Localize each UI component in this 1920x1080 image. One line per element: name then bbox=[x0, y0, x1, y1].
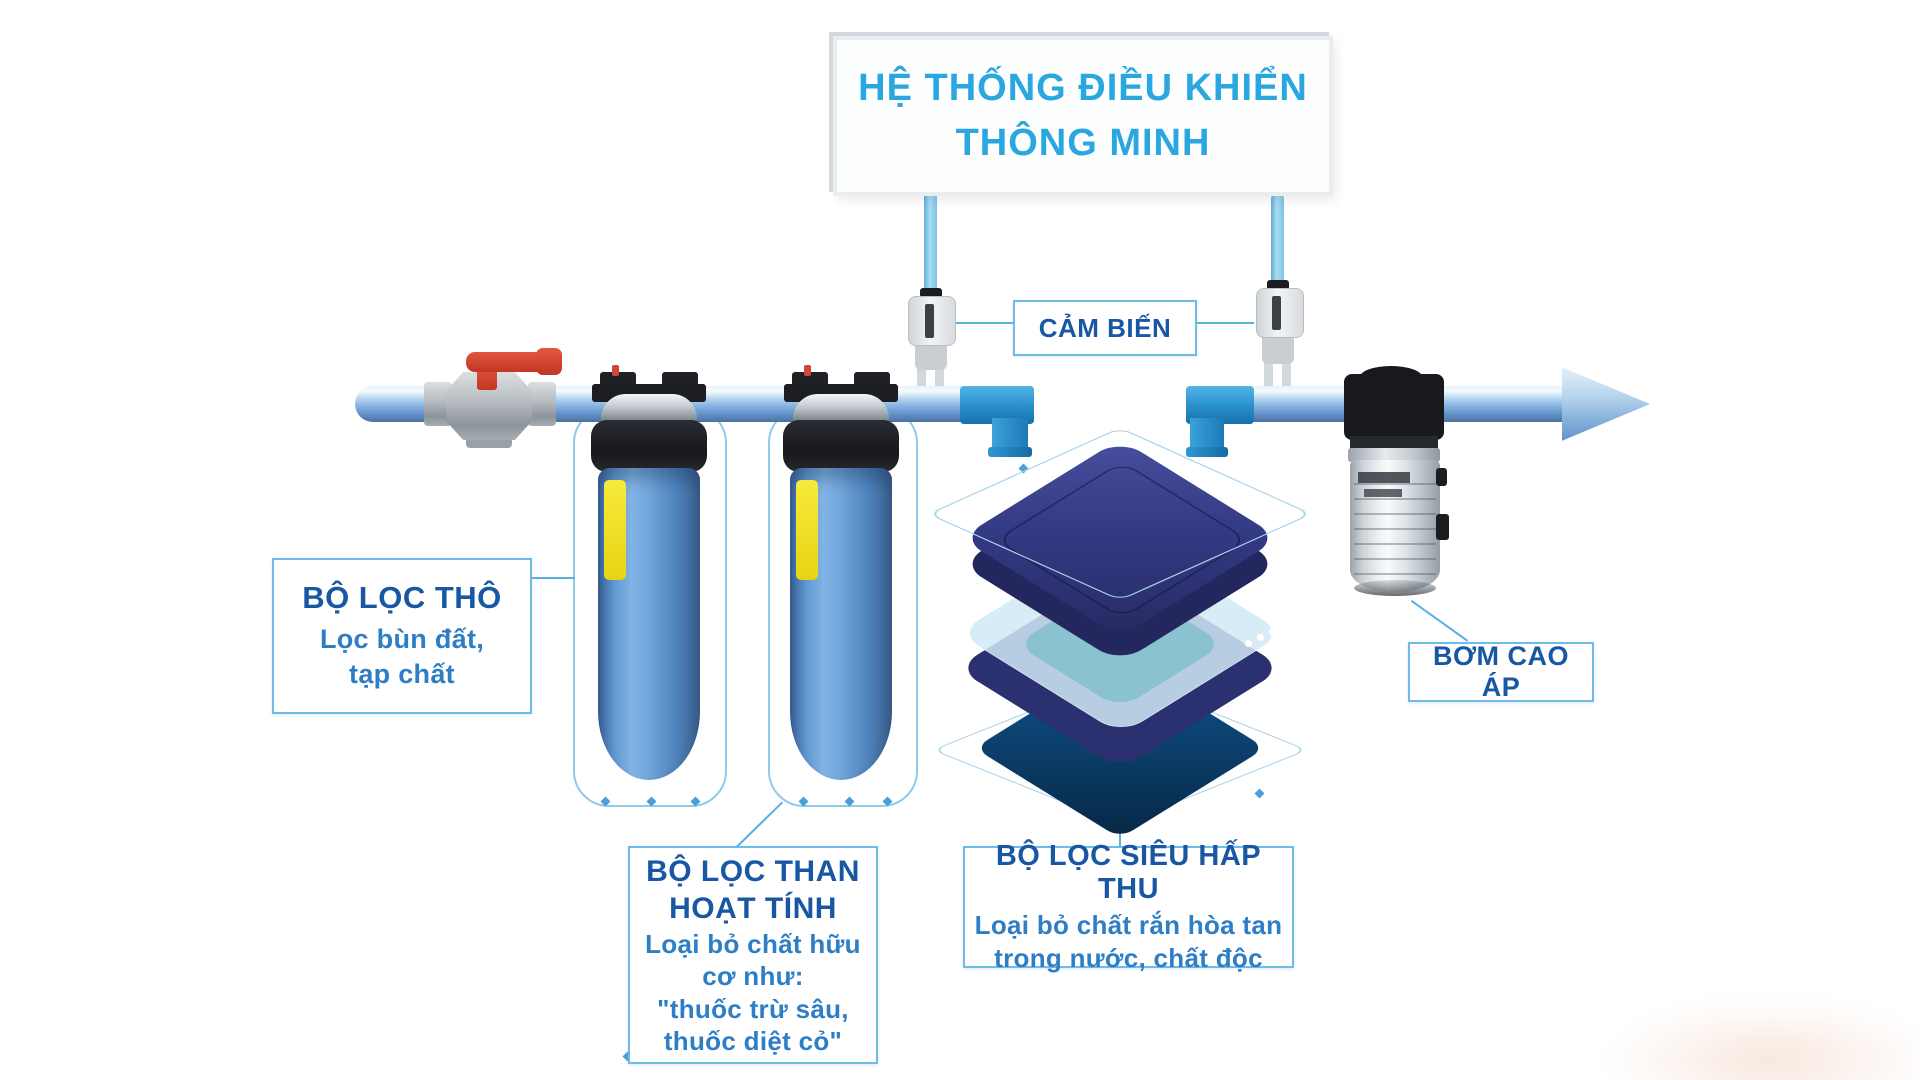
coarse-label-connector bbox=[529, 577, 575, 579]
absorb-filter-label-box: BỘ LỌC SIÊU HẤP THU Loại bỏ chất rắn hòa… bbox=[963, 840, 1294, 973]
sensor-label-text: CẢM BIẾN bbox=[1038, 312, 1172, 343]
pump-label-connector bbox=[1410, 600, 1469, 642]
sensor-tube bbox=[1271, 196, 1284, 282]
carbon-filter-title-line: HOẠT TÍNH bbox=[669, 892, 837, 925]
sensor-cap bbox=[1267, 280, 1289, 290]
coarse-filter-title: BỘ LỌC THÔ bbox=[302, 579, 502, 615]
valve-handle-bar bbox=[466, 352, 548, 372]
carbon-filter-desc-line: "thuốc trừ sâu, bbox=[657, 993, 849, 1024]
cube-indicator-dot bbox=[1269, 628, 1276, 635]
sensor-slot bbox=[1272, 296, 1281, 330]
cube-indicator-dot bbox=[1257, 634, 1264, 641]
cube-inlet-drop bbox=[992, 418, 1028, 450]
sensor-leg bbox=[935, 366, 944, 398]
pump-bracket bbox=[1344, 374, 1444, 440]
cube-outlet-flange bbox=[1186, 447, 1228, 457]
control-system-title-line1: HỆ THỐNG ĐIỀU KHIỂN bbox=[858, 66, 1308, 109]
cube-outlet-elbow bbox=[1186, 386, 1254, 424]
sensor-slot bbox=[925, 304, 934, 338]
pump-side-nub bbox=[1436, 468, 1447, 486]
corner-glow bbox=[1600, 1000, 1920, 1080]
coarse-filter-desc-line: tạp chất bbox=[349, 659, 455, 689]
pump-label-lines bbox=[1354, 470, 1436, 582]
cube-outlet-drop bbox=[1190, 418, 1224, 450]
sensor-cap bbox=[920, 288, 942, 298]
control-system-title-line2: THÔNG MINH bbox=[955, 122, 1211, 164]
pump-side-nub bbox=[1436, 514, 1449, 540]
absorb-filter-desc-line: Loại bỏ chất rắn hòa tan bbox=[974, 910, 1283, 940]
filter-dome bbox=[601, 394, 697, 424]
wire-marker bbox=[1254, 788, 1265, 799]
filter-collar bbox=[783, 420, 899, 472]
sensor-stem bbox=[915, 342, 947, 370]
absorb-filter-desc-line: trong nước, chất độc bbox=[994, 942, 1263, 973]
pump-bottom-rim bbox=[1354, 580, 1436, 596]
cube-inlet-flange bbox=[988, 447, 1032, 457]
carbon-filter-desc-line: cơ như: bbox=[702, 961, 804, 991]
absorb-filter-title: BỘ LỌC SIÊU HẤP THU bbox=[995, 840, 1262, 905]
pump-label-box: BƠM CAO ÁP bbox=[1408, 641, 1594, 702]
sensor-leg bbox=[1282, 362, 1291, 394]
sensor-leg bbox=[917, 366, 926, 398]
carbon-filter-desc-line: Loại bỏ chất hữu bbox=[645, 928, 861, 959]
carbon-filter-title-line: BỘ LỌC THAN bbox=[646, 854, 860, 888]
carbon-filter-label-box: BỘ LỌC THAN HOẠT TÍNH Loại bỏ chất hữu c… bbox=[628, 846, 878, 1064]
pump-label-text: BƠM CAO ÁP bbox=[1432, 641, 1570, 702]
valve-handle-grip bbox=[536, 348, 562, 375]
pump-label-block bbox=[1364, 489, 1402, 497]
sensor-label-box: CẢM BIẾN bbox=[1013, 300, 1197, 356]
sensor-tube bbox=[924, 190, 937, 292]
sensor-connector-right bbox=[1193, 322, 1254, 324]
cube-indicator-dot bbox=[1245, 640, 1252, 647]
valve-flange-right bbox=[528, 382, 556, 426]
pump-label-block bbox=[1358, 472, 1410, 483]
filter-dome bbox=[793, 394, 889, 424]
coarse-filter-desc-line: Lọc bùn đất, bbox=[319, 623, 485, 654]
pump-neck bbox=[1350, 436, 1438, 450]
sensor-stem bbox=[1262, 336, 1294, 364]
sensor-connector-left bbox=[956, 322, 1013, 324]
carbon-filter-desc-line: thuốc diệt cỏ" bbox=[663, 1026, 843, 1056]
flow-arrow bbox=[1562, 367, 1650, 441]
control-system-panel: HỆ THỐNG ĐIỀU KHIỂN THÔNG MINH bbox=[833, 36, 1333, 196]
cube-inlet-elbow bbox=[960, 386, 1034, 424]
filter-collar bbox=[591, 420, 707, 472]
air-valve-speck bbox=[804, 365, 811, 376]
coarse-filter-label-box: BỘ LỌC THÔ Lọc bùn đất, tạp chất bbox=[272, 558, 532, 714]
sensor-leg bbox=[1264, 362, 1273, 394]
filter-label-strip bbox=[604, 480, 626, 580]
filter-label-strip bbox=[796, 480, 818, 580]
air-valve-speck bbox=[612, 365, 619, 376]
carbon-label-connector bbox=[735, 801, 783, 849]
pump-ring bbox=[1348, 448, 1440, 462]
